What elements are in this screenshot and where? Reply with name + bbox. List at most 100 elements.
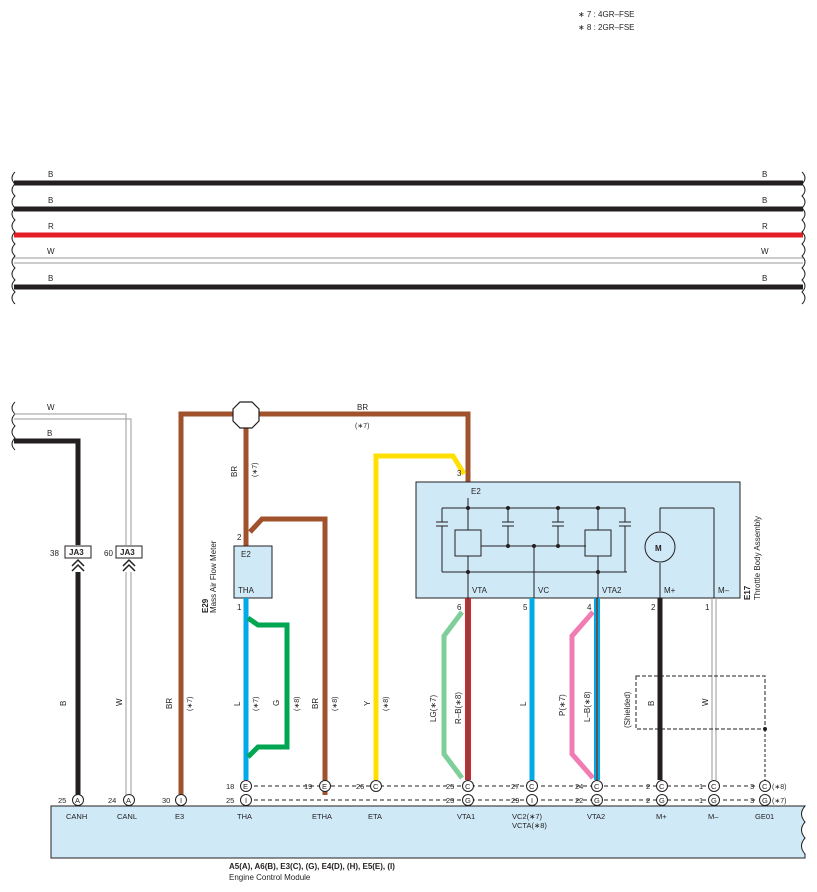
- break-mark-right: [801, 171, 806, 305]
- motor-icon: [644, 531, 676, 563]
- throttle-pin-mplus: 2: [651, 603, 656, 612]
- wire-label-br-vert: BR: [230, 466, 239, 477]
- bus-label-left-1: B: [48, 170, 53, 179]
- wire-label-tha-g: G: [272, 700, 281, 706]
- shield-dot: [763, 727, 767, 731]
- bus-label-right-3: R: [762, 222, 768, 231]
- ecm-connectors: A5(A), A6(B), E3(C), (G), E4(D), (H), E5…: [229, 862, 395, 871]
- term-mminus-lower-num: 1: [699, 796, 703, 805]
- bus-label-left-4: W: [47, 247, 55, 256]
- term-vc-name-2: VCTA(∗8): [512, 821, 547, 830]
- bus-label-left-3: R: [48, 222, 54, 231]
- legend-line-1: ∗ 7 : 4GR–FSE: [578, 10, 635, 19]
- wire-b-upper: [14, 438, 81, 545]
- legend-line-2: ∗ 8 : 2GR–FSE: [578, 23, 635, 32]
- term-vc-upper-conn: C: [529, 782, 535, 791]
- term-canl-name: CANL: [117, 812, 137, 821]
- term-etha-upper-conn: E: [322, 782, 327, 791]
- term-vta2-name: VTA2: [587, 812, 605, 821]
- term-mplus-lower-conn: G: [659, 796, 665, 805]
- wire-note-eta: (∗8): [383, 697, 390, 711]
- term-mplus-upper: [656, 780, 668, 792]
- term-canh-name: CANH: [66, 812, 87, 821]
- throttle-name: Throttle Body Assembly: [753, 516, 762, 600]
- junction-ja3-left: 38 JA3: [50, 545, 92, 572]
- term-ge01-lower-num: 3: [750, 796, 754, 805]
- throttle-pin-vc: 5: [523, 603, 528, 612]
- wire-note-etha: (∗8): [332, 697, 339, 711]
- junction-ja3-right: 60 JA3: [104, 545, 143, 572]
- ecm-terminals: A 25 CANH A 24 CANL I 30 E3 E 18 I 25 TH…: [58, 780, 786, 830]
- wire-note-tha-g: (∗8): [294, 697, 301, 711]
- term-vta1-lower: [462, 794, 474, 806]
- bus-label-left-2: B: [48, 196, 53, 205]
- term-eta-name: ETA: [368, 812, 382, 821]
- term-canl-lower-num: 24: [108, 796, 116, 805]
- term-mminus-upper: [708, 780, 720, 792]
- term-e3-lower-conn: I: [180, 796, 182, 805]
- break-mark-lower-left: [11, 401, 16, 451]
- wire-label-tha-l: L: [233, 701, 242, 706]
- term-canl-lower-conn: A: [126, 796, 131, 805]
- wire-note-br-vert: (∗7): [252, 463, 259, 477]
- wire-label-vta2-lb: L–B(∗8): [583, 691, 592, 722]
- ja3-left-pin: 38: [50, 549, 59, 558]
- shield-box: [635, 675, 766, 730]
- wire-e3-brown: [178, 411, 233, 795]
- term-vta1-upper-num: 25: [446, 782, 454, 791]
- maf-box: [233, 545, 273, 599]
- term-tha-lower-conn: I: [245, 796, 247, 805]
- wire-label-canh: B: [59, 701, 68, 706]
- wire-label-shielded: (Shielded): [623, 691, 632, 728]
- term-tha-upper-num: 18: [226, 782, 234, 791]
- term-vta2-lower: [591, 794, 603, 806]
- term-tha-name: THA: [237, 812, 252, 821]
- wire-note-e3: (∗7): [187, 697, 194, 711]
- bus-label-left-5: B: [48, 274, 53, 283]
- wire-label-etha: BR: [311, 698, 320, 709]
- wire-label-br-top: BR: [357, 403, 368, 412]
- term-mminus-upper-num: 1: [699, 782, 703, 791]
- wire-vta1-lg: [441, 610, 464, 780]
- term-mminus-upper-conn: C: [711, 782, 717, 791]
- term-canh-lower-conn: A: [75, 796, 80, 805]
- ecm-box: [50, 805, 807, 859]
- wire-label-mminus: W: [701, 698, 710, 706]
- maf-name: Mass Air Flow Meter: [209, 540, 218, 613]
- ja3-left-chevron-icon: [71, 558, 85, 572]
- term-e3-lower: [175, 794, 187, 806]
- throttle-out-vta: VTA: [472, 586, 488, 595]
- term-tha-upper: [240, 780, 252, 792]
- term-vta1-lower-num: 23: [446, 796, 454, 805]
- term-vta1-lower-conn: G: [465, 796, 471, 805]
- maf-pin-top: 2: [237, 533, 242, 542]
- ja3-right-pin: 60: [104, 549, 113, 558]
- ja3-right-name: JA3: [120, 548, 135, 557]
- term-vc-name: VC2(∗7): [512, 812, 543, 821]
- ja3-right-box: [115, 545, 143, 559]
- bus-label-right-5: B: [762, 274, 767, 283]
- term-vc-lower-num: 29: [511, 796, 519, 805]
- wire-label-mplus: B: [647, 701, 656, 706]
- throttle-out-mminus: M–: [718, 586, 730, 595]
- wire-label-vta1-rb: R–B(∗8): [454, 692, 463, 724]
- term-ge01-upper: [759, 780, 771, 792]
- bus-label-right-4: W: [761, 247, 769, 256]
- bus-label-right-2: B: [762, 196, 767, 205]
- term-tha-upper-conn: E: [243, 782, 248, 791]
- term-vta1-upper: [462, 780, 474, 792]
- wire-label-w-top: W: [47, 403, 55, 412]
- term-vc-upper: [526, 780, 538, 792]
- throttle-pin-mminus: 1: [705, 603, 710, 612]
- maf-pin-bottom: 1: [237, 603, 242, 612]
- throttle-box: [415, 481, 741, 599]
- maf-code: E29: [201, 598, 210, 613]
- term-canl-lower: [123, 794, 135, 806]
- term-tha-lower-num: 25: [226, 796, 234, 805]
- term-mminus-name: M–: [708, 812, 719, 821]
- term-ge01-lower-note: (∗7): [772, 798, 786, 805]
- throttle-junction-dots: [466, 506, 600, 574]
- wire-tha-green: [246, 615, 290, 759]
- term-tha-lower: [240, 794, 252, 806]
